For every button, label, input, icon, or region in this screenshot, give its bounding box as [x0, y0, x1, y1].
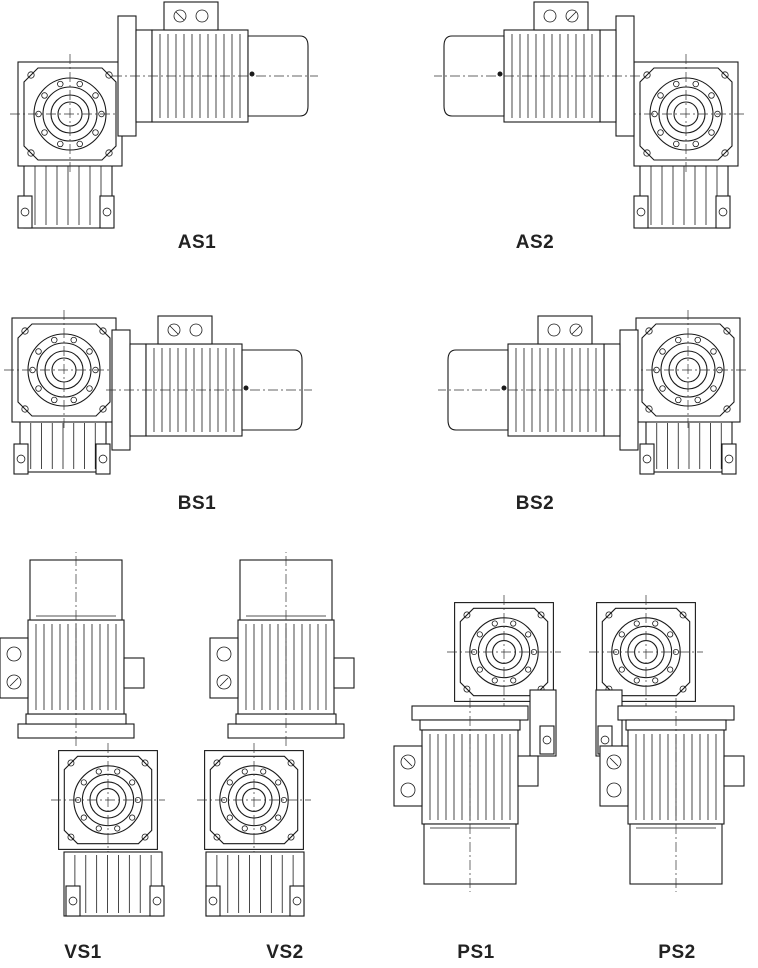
gearbox-housing: [51, 743, 165, 857]
gearbox-fins: [19, 419, 107, 473]
gearbox-fins: [23, 157, 113, 229]
position-AS2: [434, 1, 746, 229]
position-VS2: [197, 552, 355, 917]
gearbox-fins: [639, 157, 729, 229]
mounting-foot: [539, 725, 555, 755]
position-BS1: [4, 310, 312, 475]
mounting-foot: [13, 443, 29, 475]
motor-vertical: [0, 552, 145, 746]
mounting-foot: [205, 885, 221, 917]
gearbox-housing: [626, 54, 746, 174]
label-PS1: PS1: [457, 942, 495, 963]
gearbox-housing: [10, 54, 130, 174]
motor-horizontal: [434, 1, 640, 137]
position-PS1: [393, 595, 561, 892]
motor-horizontal: [112, 1, 318, 137]
mounting-foot: [17, 195, 33, 229]
mounting-foot: [65, 885, 81, 917]
position-AS1: [10, 1, 318, 229]
label-PS2: PS2: [658, 942, 696, 963]
gearbox-fins: [205, 851, 305, 917]
mounting-foot: [715, 195, 731, 229]
label-BS2: BS2: [515, 493, 555, 514]
label-BS1: BS1: [177, 493, 217, 514]
label-VS1: VS1: [64, 942, 102, 963]
mounting-foot: [639, 443, 655, 475]
mounting-foot: [289, 885, 305, 917]
gearbox-fins: [63, 851, 163, 917]
motor-horizontal: [106, 315, 312, 451]
position-PS2: [589, 595, 745, 892]
motor-vertical: [599, 698, 745, 892]
mounting-foot: [633, 195, 649, 229]
mounting-foot: [99, 195, 115, 229]
motor-vertical: [209, 552, 355, 746]
gearbox-housing: [589, 595, 703, 709]
position-VS1: [0, 552, 165, 917]
mounting-foot: [721, 443, 737, 475]
mounting-foot: [149, 885, 165, 917]
gearbox-housing: [4, 310, 124, 430]
mounting-foot: [95, 443, 111, 475]
motor-horizontal: [438, 315, 644, 451]
gearbox-housing: [628, 310, 748, 430]
label-VS2: VS2: [266, 942, 304, 963]
gearbox-housing: [197, 743, 311, 857]
motor-vertical: [393, 698, 539, 892]
gearbox-fins: [645, 419, 733, 473]
label-AS1: AS1: [177, 232, 217, 253]
gearbox-housing: [447, 595, 561, 709]
position-BS2: [438, 310, 748, 475]
label-AS2: AS2: [515, 232, 555, 253]
